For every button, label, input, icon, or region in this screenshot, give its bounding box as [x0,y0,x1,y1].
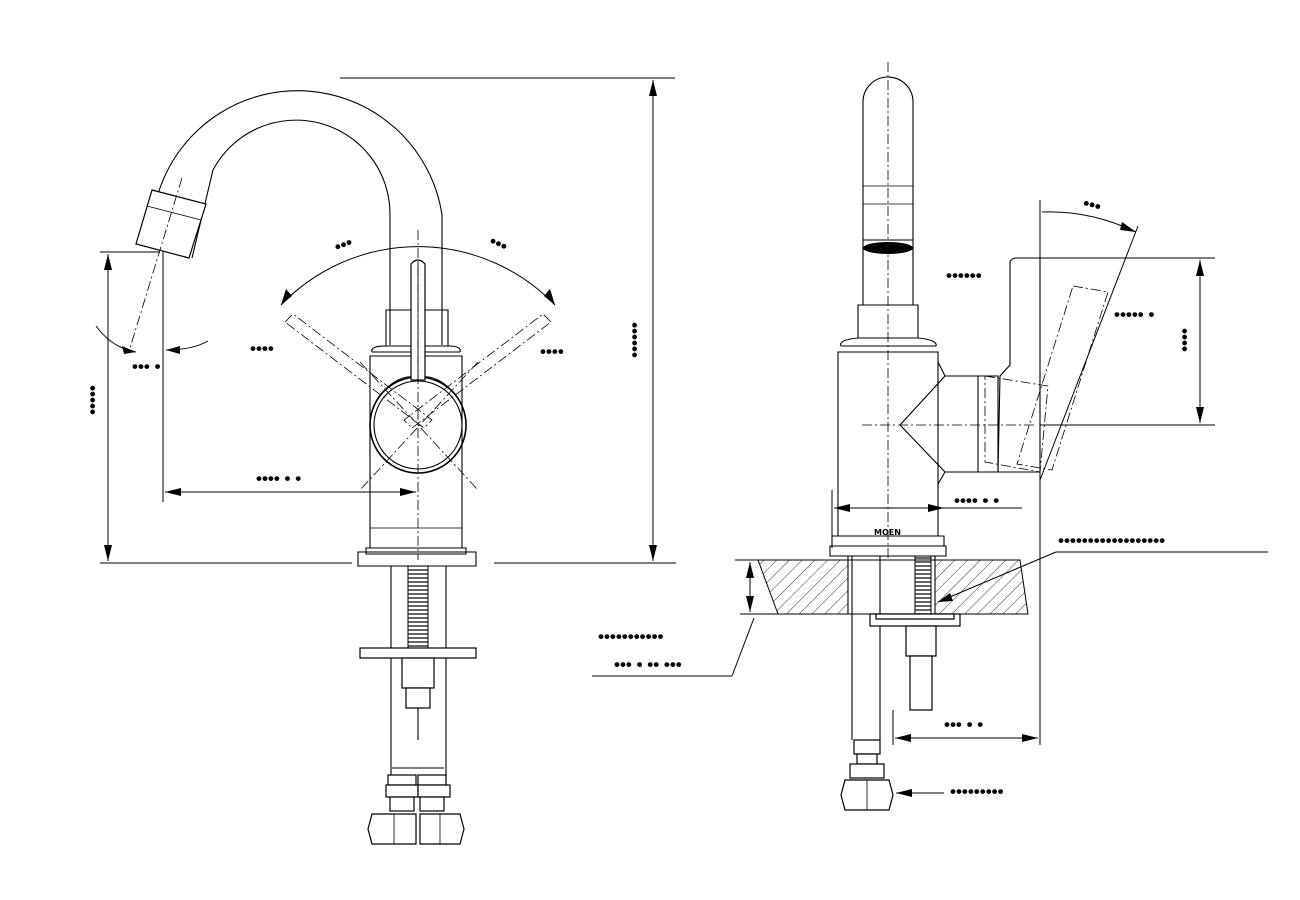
front-threaded-rod [407,565,429,649]
lever-left-label: •••• [250,339,274,358]
countertop-label-2: ••• • •• ••• [614,655,682,674]
lever-right-label: •••• [540,342,564,361]
front-dimensions [95,80,676,564]
side-view: MOEN [592,62,1268,811]
brand-logo: MOEN [874,528,901,537]
front-body [284,230,552,567]
side-dim-labels: ••• •••••• ••••• • •••• •••• • • •••••••… [598,194,1194,801]
front-spout [129,77,675,349]
supply-hose-label: ••••••••• [950,782,1004,801]
lever-swing-angle-label: ••• [1081,194,1103,217]
base-offset-label: ••• • • [944,715,983,734]
side-dimensions [592,200,1268,797]
spout-angle-left-label: ••• [332,233,355,257]
total-height-label: •••••• [625,322,644,358]
side-countertop [735,555,1029,811]
front-dim-labels: ••• ••• •••••• ••••• •••• • • •••• •••• … [83,231,644,488]
spout-angle-right-label: ••• [486,231,510,256]
lever-top-label: •••••• [946,266,982,285]
front-view: ••• ••• •••••• ••••• •••• • • •••• •••• … [83,77,676,845]
spout-reach-label: •••• • • [256,469,301,488]
threaded-rod-label: •••••••••••••••••• [1058,531,1165,550]
side-spout [862,62,914,560]
countertop-label-1: ••••••••••• [598,627,664,646]
spout-clearance-label: ••••• [83,385,102,415]
lever-height-vertical-label: •••• [1175,328,1194,352]
lever-height-label: ••••• • [1114,305,1154,324]
front-shank [359,565,477,845]
side-threaded-rod [914,555,932,615]
spout-tilt-label: ••• • [132,357,161,376]
body-width-label: •••• • • [954,491,999,510]
side-body: MOEN [829,257,1109,557]
